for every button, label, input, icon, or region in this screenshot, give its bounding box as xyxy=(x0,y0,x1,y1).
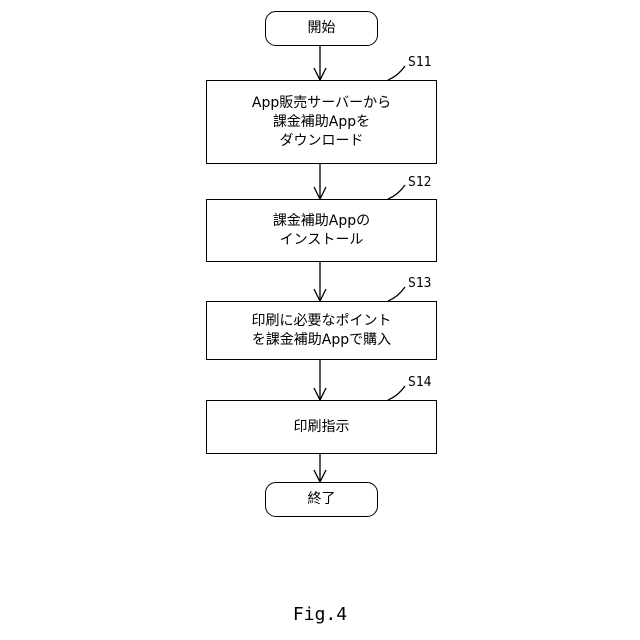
step-id-s14: S14 xyxy=(408,375,431,390)
end-terminal: 終了 xyxy=(265,482,378,517)
end-label: 終了 xyxy=(308,490,336,509)
step-id-s12: S12 xyxy=(408,175,431,190)
process-step-s11: App販売サーバーから 課金補助Appを ダウンロード xyxy=(206,80,437,164)
step-id-s13: S13 xyxy=(408,276,431,291)
step-s12-text: 課金補助Appの インストール xyxy=(273,212,370,250)
process-step-s14: 印刷指示 xyxy=(206,400,437,454)
step-s13-text: 印刷に必要なポイント を課金補助Appで購入 xyxy=(252,312,392,350)
step-id-s11: S11 xyxy=(408,55,431,70)
step-s11-text: App販売サーバーから 課金補助Appを ダウンロード xyxy=(252,94,391,151)
start-label: 開始 xyxy=(308,19,336,38)
process-step-s12: 課金補助Appの インストール xyxy=(206,199,437,262)
step-s14-text: 印刷指示 xyxy=(294,418,350,437)
process-step-s13: 印刷に必要なポイント を課金補助Appで購入 xyxy=(206,301,437,360)
start-terminal: 開始 xyxy=(265,11,378,46)
figure-caption: Fig.4 xyxy=(0,604,640,625)
